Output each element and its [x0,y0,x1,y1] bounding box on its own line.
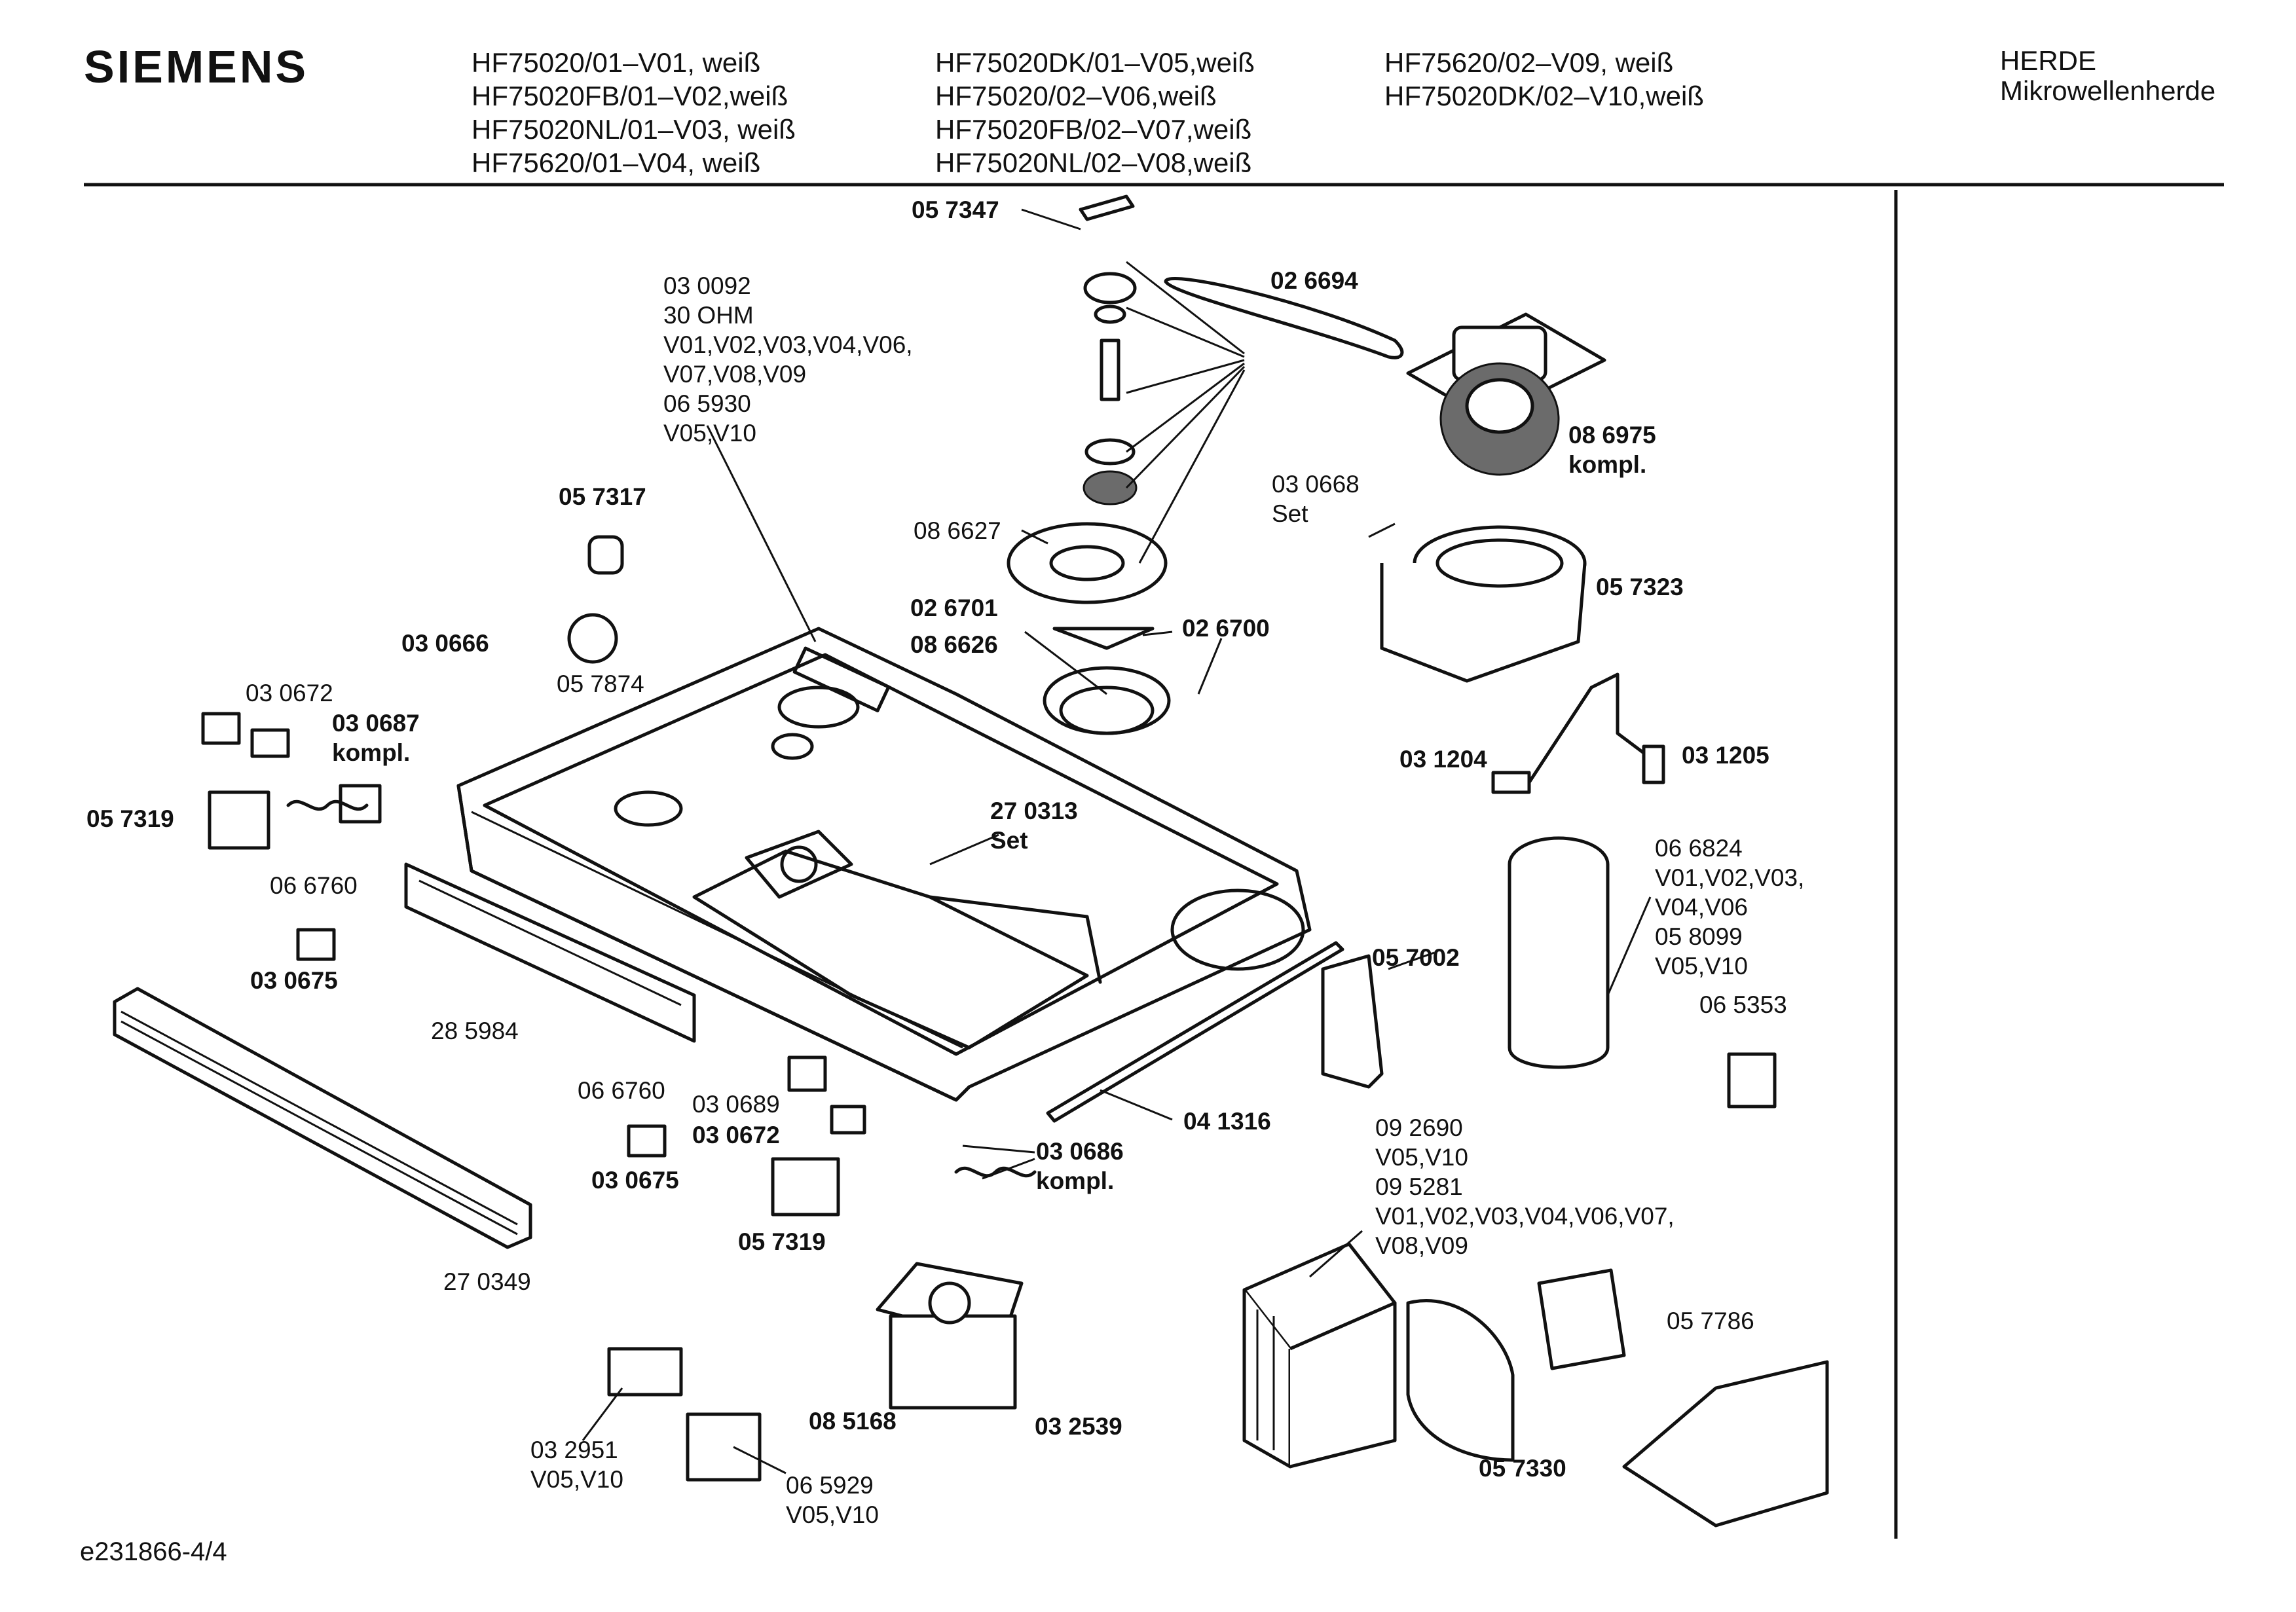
brand-logo: SIEMENS [84,41,309,92]
part-label-057319: 05 7319 [86,805,174,832]
part-label-031205: 03 1205 [1682,742,1769,769]
part-label-066760: 06 6760 [578,1077,665,1104]
fan-housing-drawing [1380,525,1587,683]
part-label-057323: 05 7323 [1596,574,1684,600]
model-item: HF75620/01–V04, weiß [472,147,761,178]
switch-drawing [250,728,290,758]
relay-drawing [607,1347,683,1397]
part-label-085168: 08 5168 [809,1408,897,1435]
subcategory: Mikrowellenherde [2000,75,2216,106]
fuse-wire [1527,672,1646,784]
part-label-030675: 03 0675 [250,967,338,994]
part-label-086626: 08 6626 [910,631,998,658]
model-item: HF75020NL/02–V08,weiß [935,147,1252,178]
part-label-057786: 05 7786 [1667,1308,1754,1334]
part-label-057317: 05 7317 [559,483,646,510]
part-label-057002: 05 7002 [1372,944,1460,971]
part-label-270349: 27 0349 [443,1268,531,1295]
part-label-026694: 02 6694 [1270,267,1358,294]
switch-drawing [296,928,336,961]
fan-motor-drawing [1406,312,1606,476]
part-label-030672: 03 0672 [692,1122,780,1148]
part-label-032539: 03 2539 [1035,1413,1122,1440]
part-label-057347: 05 7347 [912,196,999,223]
part-label-086627: 08 6627 [914,517,1001,544]
part-label-031204: 03 1204 [1399,746,1487,773]
fuse-drawing [1642,744,1665,784]
category: HERDE [2000,45,2097,76]
part-label-285984: 28 5984 [431,1017,519,1044]
transformer-drawing [1242,1242,1397,1469]
switch-drawing [830,1105,866,1135]
model-item: HF75020DK/01–V05,weiß [935,47,1255,78]
part-label-030666: 03 0666 [401,630,489,657]
model-item: HF75020FB/02–V07,weiß [935,114,1252,145]
mounting-bracket-drawing [1537,1268,1626,1370]
part-label-026701: 02 6701 [910,595,998,621]
part-label-030672: 03 0672 [246,680,333,706]
model-item: HF75020/02–V06,weiß [935,81,1217,111]
relay-block-drawing [686,1412,762,1482]
interlock-switch-drawing [208,790,270,850]
model-item: HF75020DK/02–V10,weiß [1384,81,1704,111]
part-label-026700: 02 6700 [1182,615,1270,642]
part-label-057874: 05 7874 [557,670,644,697]
bracket-drawing [1622,1360,1829,1528]
model-item: HF75020NL/01–V03, weiß [472,114,796,145]
turntable-drive-drawing [1007,194,1171,735]
model-list-col3: HF75620/02–V09, weiß HF75020DK/02–V10,we… [1384,46,1704,113]
switch-drawing [627,1124,667,1158]
part-label-066760: 06 6760 [270,872,358,899]
magnetron-drawing [876,1262,1024,1410]
base-plate-drawing [456,627,1312,1102]
part-label-065353: 06 5353 [1699,991,1787,1018]
model-list-col2: HF75020DK/01–V05,weiß HF75020/02–V06,wei… [935,46,1255,179]
category-label: HERDE Mikrowellenherde [2000,46,2215,106]
model-item: HF75620/02–V09, weiß [1384,47,1674,78]
lamp-holder-drawing [587,535,624,575]
spring-icon [954,1166,1037,1178]
part-label-030675: 03 0675 [591,1167,679,1194]
bulb-drawing [567,613,618,664]
part-label-057330: 05 7330 [1479,1455,1566,1482]
trim-strip-drawing [113,987,532,1249]
interlock-switch-drawing [771,1157,840,1217]
leader-lines [582,208,1652,1475]
diode-drawing [1727,1052,1777,1108]
model-item: HF75020/01–V01, weiß [472,47,761,78]
capacitor-drawing [1508,836,1610,1069]
model-list-col1: HF75020/01–V01, weiß HF75020FB/01–V02,we… [472,46,796,179]
drawing-id: e231866-4/4 [80,1537,227,1566]
seal-strip-drawing [1046,941,1344,1123]
model-item: HF75020FB/01–V02,weiß [472,81,788,111]
spring-icon [286,799,369,811]
seal-frame-drawing [1321,954,1384,1089]
shield-drawing [1406,1299,1515,1462]
part-label-041316: 04 1316 [1183,1108,1271,1135]
part-label-057319: 05 7319 [738,1228,826,1255]
fuse-drawing [1491,771,1531,794]
belt-drawing [1164,277,1404,359]
part-label-030689: 03 0689 [692,1091,780,1118]
switch-drawing [201,712,241,745]
switch-drawing [787,1055,827,1092]
